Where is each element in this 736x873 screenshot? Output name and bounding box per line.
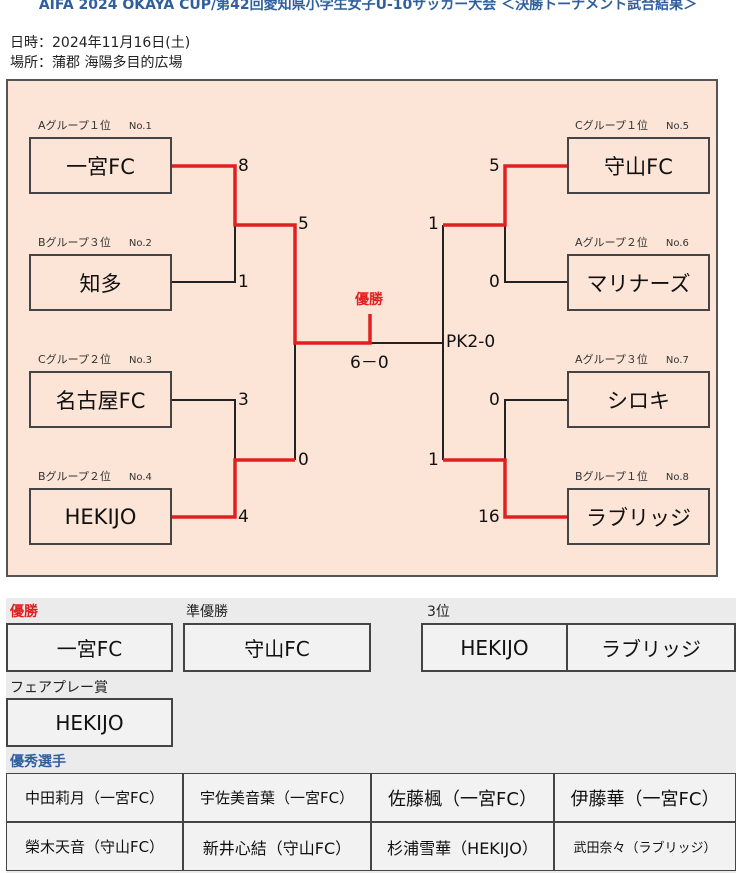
team-box-8: ラブリッジ: [567, 488, 710, 545]
player-cell: 榮木天音（守山FC）: [6, 822, 183, 871]
score-team-3: 3: [238, 390, 249, 410]
score-semi-right-top: 1: [428, 214, 439, 234]
player-cell: 宇佐美音葉（一宮FC）: [183, 773, 371, 822]
team-box-7: シロキ: [567, 371, 710, 428]
winner-line-champion: [172, 164, 372, 345]
score-team-8: 16: [478, 507, 500, 527]
final-score: 6－0: [350, 353, 389, 373]
winner-line-team5: [443, 164, 567, 227]
mvp-label: 優秀選手: [10, 754, 66, 770]
team-box-5: 守山FC: [567, 137, 710, 194]
match-venue: 場所：蒲郡 海陽多目的広場: [10, 55, 183, 71]
runner-up-team: 守山FC: [183, 623, 371, 672]
score-semi-left-top: 5: [298, 214, 309, 234]
player-cell: 武田奈々（ラブリッジ）: [554, 822, 736, 871]
bracket-line-team3: [172, 399, 236, 460]
team-box-3: 名古屋FC: [29, 371, 172, 428]
winner-line-team4: [172, 458, 295, 519]
score-team-7: 0: [489, 390, 500, 410]
score-team-4: 4: [238, 507, 249, 527]
player-cell: 伊藤華（一宮FC）: [554, 773, 736, 822]
team-box-6: マリナーズ: [567, 254, 710, 311]
player-cell: 佐藤楓（一宮FC）: [371, 773, 554, 822]
winner-line-team8: [443, 458, 567, 519]
score-team-6: 0: [489, 272, 500, 292]
player-cell: 新井心結（守山FC）: [183, 822, 371, 871]
fairplay-team: HEKIJO: [6, 698, 173, 747]
score-semi-left-bottom: 0: [298, 450, 309, 470]
team-box-4: HEKIJO: [29, 488, 172, 545]
third-place-team-1: HEKIJO: [421, 623, 568, 672]
page-title: AIFA 2024 OKAYA CUP/第42回愛知県小学生女子U-10サッカー…: [38, 0, 698, 13]
score-semi-right-bottom: 1: [428, 450, 439, 470]
fairplay-label: フェアプレー賞: [10, 680, 108, 696]
score-team-5: 5: [489, 156, 500, 176]
bracket-line-team2: [172, 225, 236, 283]
runner-up-label: 準優勝: [186, 604, 228, 620]
match-date: 日時：2024年11月16日(土): [10, 35, 191, 51]
player-cell: 中田莉月（一宮FC）: [6, 773, 183, 822]
player-cell: 杉浦雪華（HEKIJO）: [371, 822, 554, 871]
third-place-label: 3位: [427, 604, 450, 620]
champion-label: 優勝: [10, 604, 38, 620]
bracket-line-team6: [504, 166, 567, 283]
pk-result: PK2-0: [446, 332, 496, 352]
bracket-line-team7: [504, 399, 567, 517]
team-box-2: 知多: [29, 254, 172, 311]
champion-marker-label: 優勝: [355, 292, 383, 308]
third-place-team-2: ラブリッジ: [566, 623, 736, 672]
score-team-1: 8: [238, 156, 249, 176]
champion-team: 一宮FC: [6, 623, 173, 672]
team-box-1: 一宮FC: [29, 137, 172, 194]
score-team-2: 1: [238, 272, 249, 292]
